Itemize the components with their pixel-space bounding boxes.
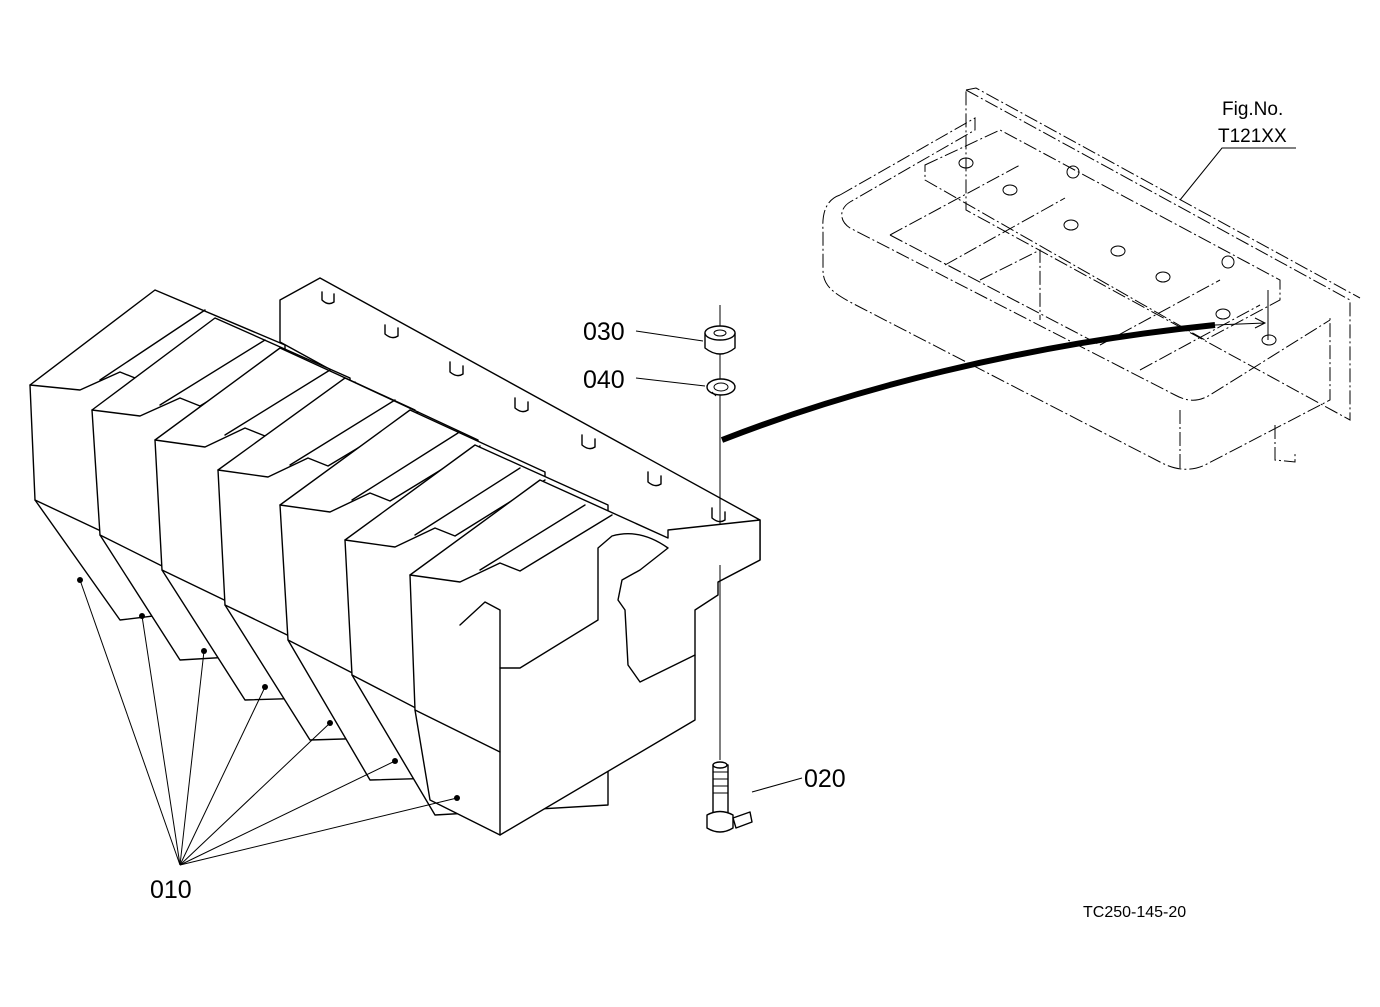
weight-stack [29, 277, 761, 836]
callout-040: 040 [583, 366, 625, 394]
slot-comb [321, 291, 726, 523]
part-030-nut [704, 325, 736, 355]
drawing-code: TC250-145-20 [1083, 904, 1186, 921]
part-040-washer [706, 378, 736, 397]
fig-no-label: Fig.No. [1222, 99, 1283, 120]
callout-030: 030 [583, 318, 625, 346]
fig-no-code: T121XX [1218, 126, 1287, 147]
assembly-arc [720, 322, 1216, 443]
callout-010: 010 [150, 876, 192, 904]
callout-020: 020 [804, 765, 846, 793]
bracket-holes [958, 157, 1277, 346]
weight-bracket-phantom [822, 87, 1361, 470]
leader-lines-010 [79, 579, 458, 866]
assembly-arc-arrow [1214, 317, 1267, 329]
part-020-bolt [706, 761, 753, 833]
